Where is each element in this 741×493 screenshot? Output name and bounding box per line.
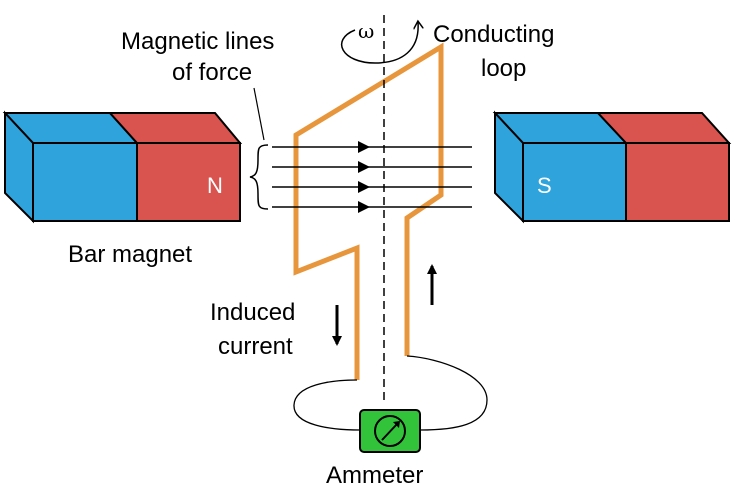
induced-current-label-1: Induced — [210, 299, 295, 326]
conducting-loop-label-2: loop — [481, 55, 526, 82]
ammeter-needle-icon — [381, 422, 399, 441]
south-pole-label: S — [537, 173, 552, 198]
magnetic-lines-label-2: of force — [172, 59, 252, 86]
magnetic-lines-label-1: Magnetic lines — [121, 28, 274, 55]
field-brace — [249, 144, 269, 210]
conducting-loop — [293, 42, 444, 380]
wire-right — [406, 355, 488, 431]
magnetic-field-lines — [272, 141, 472, 213]
left-bar-magnet: N — [2, 110, 243, 224]
omega-symbol: ω — [358, 19, 374, 43]
field-arrow-icon — [358, 141, 370, 153]
north-pole-label: N — [207, 173, 223, 198]
ammeter-label: Ammeter — [326, 462, 423, 489]
field-arrow-icon — [358, 161, 370, 173]
label-leader-line — [253, 87, 265, 141]
conducting-loop-label-1: Conducting — [433, 21, 554, 48]
wire-left — [293, 379, 361, 431]
right-bar-magnet: S — [492, 110, 732, 224]
rotation-arrow-icon — [340, 22, 419, 64]
bar-magnet-label: Bar magnet — [68, 241, 192, 268]
induced-current-label-2: current — [218, 333, 293, 360]
field-arrow-icon — [358, 201, 370, 213]
ammeter — [359, 409, 421, 453]
field-arrow-icon — [358, 181, 370, 193]
